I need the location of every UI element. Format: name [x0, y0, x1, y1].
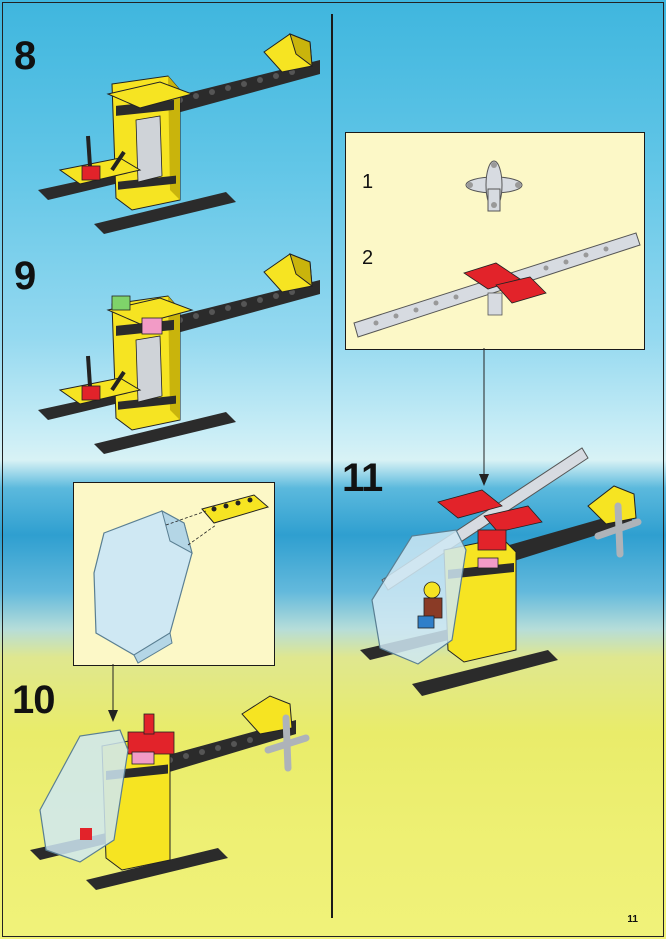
step-number-9: 9	[14, 254, 36, 298]
sub-step-1: 1	[362, 171, 374, 193]
sub-step-2: 2	[362, 247, 374, 269]
column-divider	[331, 14, 333, 918]
step-11-helicopter-illustration	[360, 447, 642, 696]
step-9-helicopter-illustration	[38, 253, 320, 454]
windscreen-part-illustration	[93, 494, 270, 664]
step-number-11: 11	[342, 456, 383, 500]
step-11-parts-callout: 1 2	[345, 132, 645, 350]
step-number-8: 8	[14, 34, 36, 78]
step-11-arrow	[479, 348, 489, 486]
page-number: 11	[627, 914, 638, 925]
rotor-hub-part-illustration	[353, 160, 641, 338]
step-8-helicopter-illustration	[38, 33, 320, 234]
step-10-parts-callout	[73, 482, 275, 666]
step-number-10: 10	[12, 678, 55, 722]
step-10-helicopter-illustration	[30, 695, 310, 890]
step-10-arrow	[108, 664, 118, 722]
